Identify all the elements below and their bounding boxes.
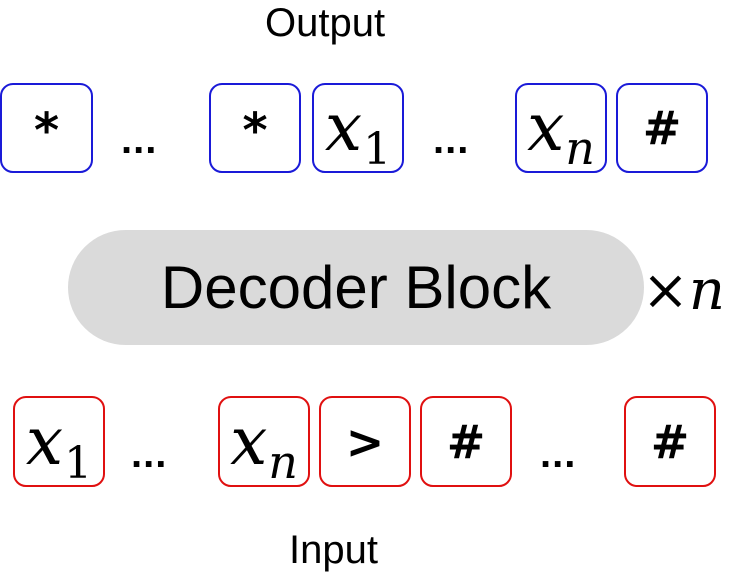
- output-ellipsis-2: ...: [433, 118, 470, 162]
- output-token-star-1: *: [0, 83, 93, 173]
- input-token-gt: >: [319, 396, 411, 487]
- input-token-text: #: [446, 414, 486, 469]
- output-token-star-2: *: [209, 83, 301, 173]
- output-token-math: x1: [324, 89, 392, 173]
- output-token-text: *: [242, 103, 268, 159]
- input-token-text: #: [650, 414, 690, 469]
- input-token-xn: xn: [218, 396, 310, 487]
- input-token-hash-2: #: [624, 396, 716, 487]
- input-ellipsis-1: ...: [131, 432, 168, 476]
- output-token-text: *: [33, 103, 60, 159]
- input-token-math: xn: [230, 402, 298, 487]
- input-label: Input: [289, 528, 378, 572]
- output-token-math: xn: [527, 89, 595, 173]
- output-token-text: #: [642, 101, 682, 155]
- input-token-text: >: [345, 414, 385, 469]
- output-token-hash: #: [616, 83, 708, 173]
- output-ellipsis-1: ...: [121, 118, 158, 162]
- output-token-xn: xn: [515, 83, 607, 173]
- decoder-block-label: Decoder Block: [160, 253, 552, 321]
- output-token-x1: x1: [312, 83, 404, 173]
- input-token-hash-1: #: [420, 396, 512, 487]
- output-label: Output: [265, 1, 386, 45]
- input-ellipsis-2: ...: [540, 432, 577, 476]
- decoder-block: Decoder Block: [68, 230, 644, 345]
- input-token-math: x1: [25, 402, 93, 487]
- input-token-x1: x1: [13, 396, 105, 487]
- repeat-count: ×n: [642, 258, 725, 323]
